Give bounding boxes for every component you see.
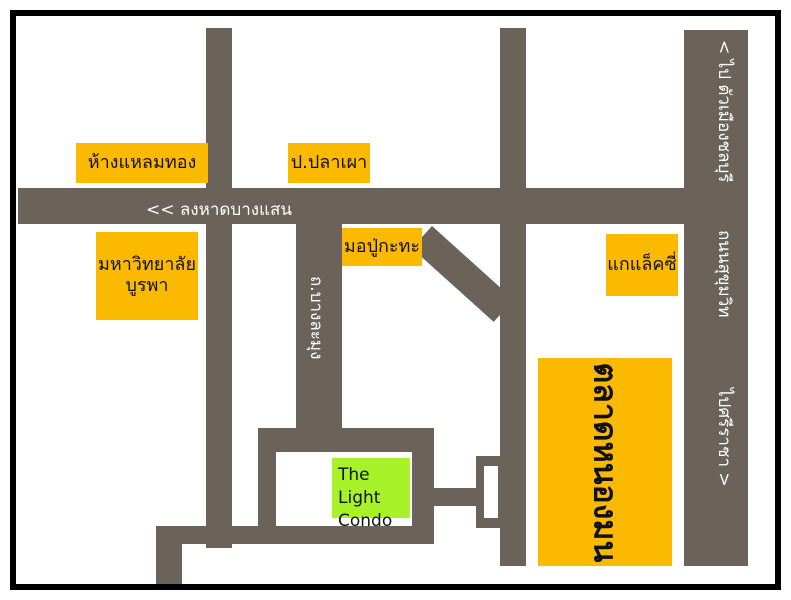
road-right-label-bottom: ไปศรีราชา > [714,388,734,487]
road-right-vertical [684,30,748,566]
place-mo-pu-kata-label: มอปู่กะทะ [343,235,421,257]
place-po-pla-phao: ป.ปลาเผา [288,143,370,183]
road-condo-connector [432,488,478,506]
road-main-label: << ลงหาดบางแสน [146,200,292,220]
condo-label-line1: The Light [338,465,381,508]
place-burapha-university: มหาวิทยาลัย บูรพา [96,232,198,320]
road-right-label-top: < ไป ตัวเมืองชลบุรี [714,40,734,183]
place-mo-pu-kata: มอปู่กะทะ [342,228,422,266]
road-left-vertical [206,28,232,548]
road-condo-bottom [156,526,276,544]
place-market-label: ตลาดหนองมน [586,362,625,562]
place-taxi-label: แกแล็คซี่ [607,253,677,275]
place-hang-laem-thong-label: ห้างแหลมทอง [87,151,197,173]
place-hang-laem-thong: ห้างแหลมทอง [76,143,208,183]
road-right-label-middle: ถนนสุขุมวิท [714,230,734,318]
road-lower-vertical [296,224,342,430]
place-the-light-condo: The Light Condo [332,458,410,531]
place-po-pla-phao-label: ป.ปลาเผา [290,151,368,173]
road-main-horizontal [18,188,748,224]
place-market: ตลาดหนองมน [538,358,672,566]
road-lower-label: ถ.บางละมุง [306,276,326,360]
side-loop-lot [484,466,498,518]
place-burapha-line2: บูรพา [125,275,169,296]
condo-label-line2: Condo [338,510,393,531]
place-burapha-line1: มหาวิทยาลัย [97,254,197,276]
place-taxi: แกแล็คซี่ [606,234,678,296]
